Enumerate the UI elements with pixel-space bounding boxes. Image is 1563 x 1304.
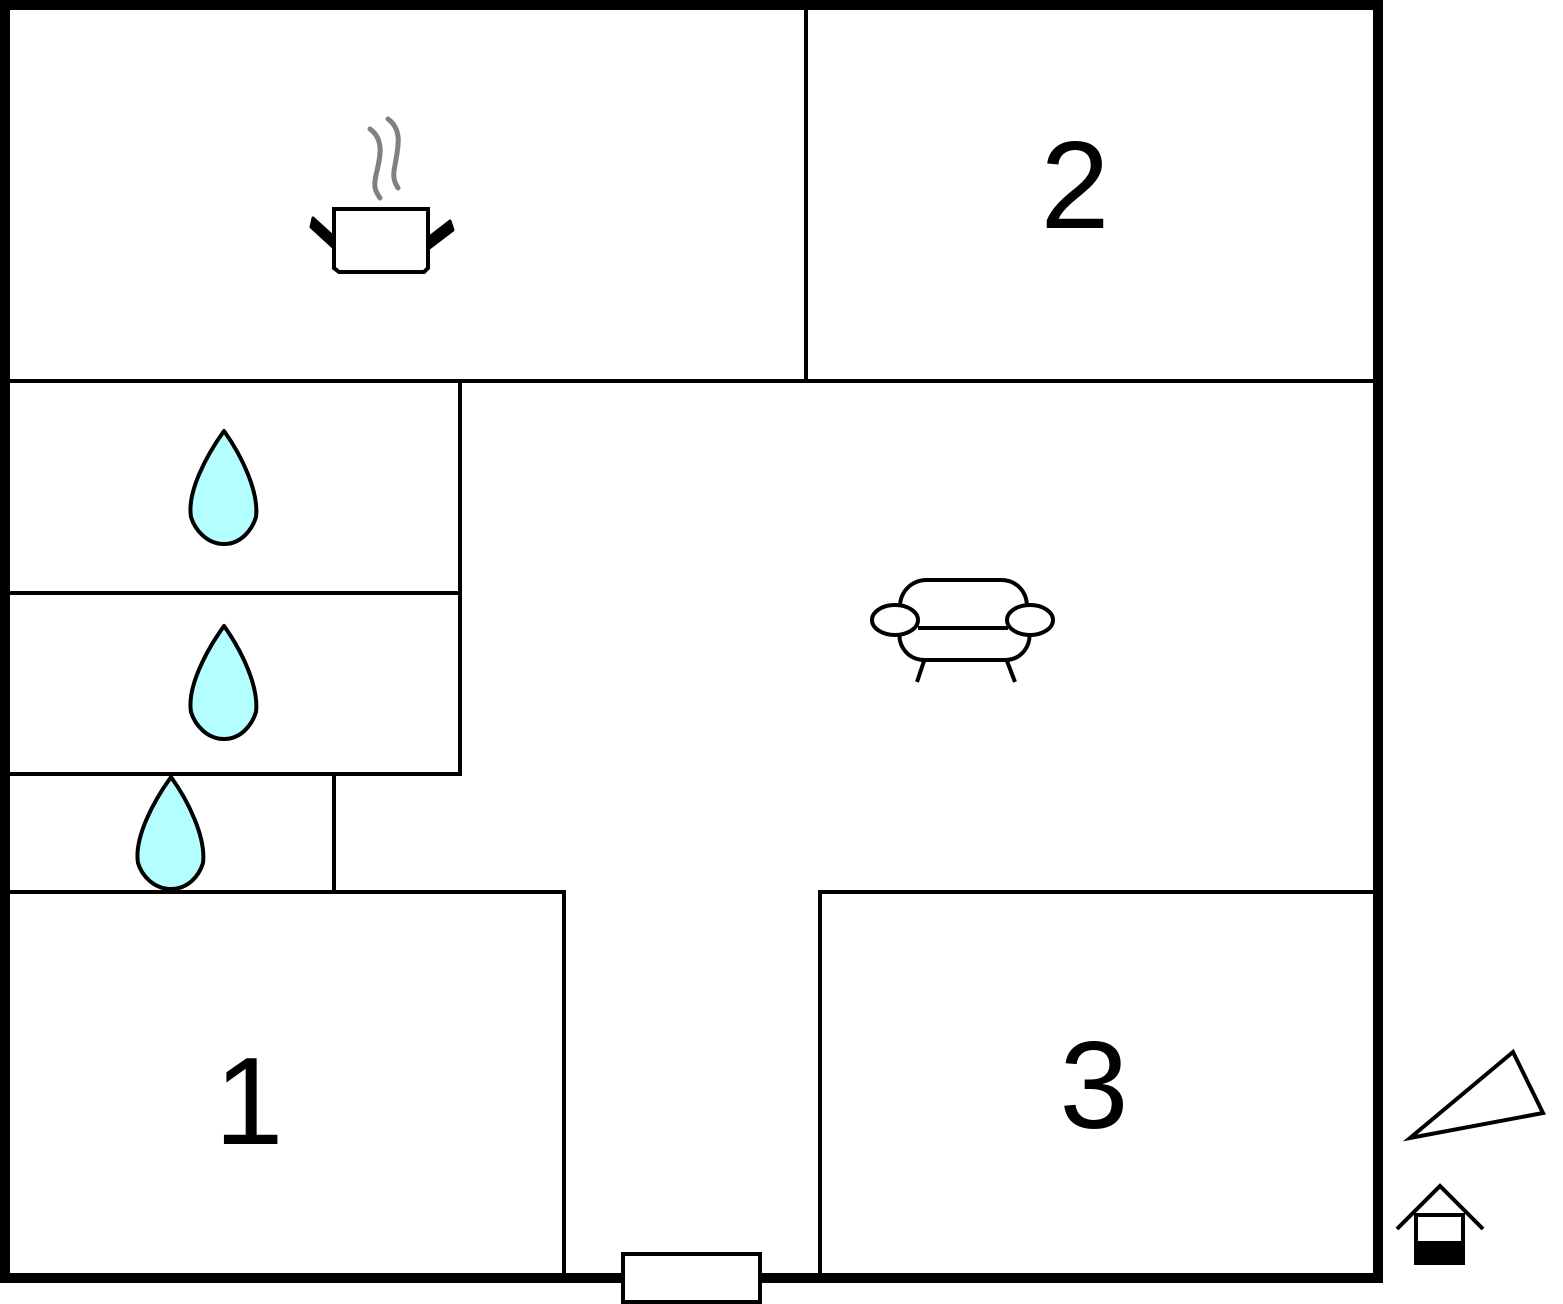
room-number-3: 3 [1060,1017,1129,1155]
house-base [1416,1241,1463,1263]
water-drop-icon [135,775,206,891]
interior-walls [4,4,1380,1280]
pot-handle-right [426,219,455,251]
sofa-leg-right [1005,660,1017,683]
steam-line [367,126,383,201]
outer-walls [0,0,1383,1283]
water-drop-icon [188,624,259,741]
steam-line [385,116,401,191]
pot-handle-left [309,216,337,251]
water-drop-icon [188,429,259,546]
house-roof [1395,1183,1485,1231]
cooking-pot-icon [309,116,455,274]
sofa-backrest [898,578,1029,608]
sofa-icon [870,578,1055,683]
sofa-seat [897,629,1032,662]
north-arrow-icon [1402,1048,1546,1142]
sofa-armrest-left [870,603,920,637]
sofa-leg-left [915,660,926,683]
room-number-2: 2 [1041,117,1110,255]
room-number-1: 1 [215,1033,284,1171]
entrance-door[interactable] [621,1252,762,1304]
pot-body [332,207,430,274]
house-icon [1395,1183,1485,1265]
sofa-armrest-right [1005,603,1055,637]
